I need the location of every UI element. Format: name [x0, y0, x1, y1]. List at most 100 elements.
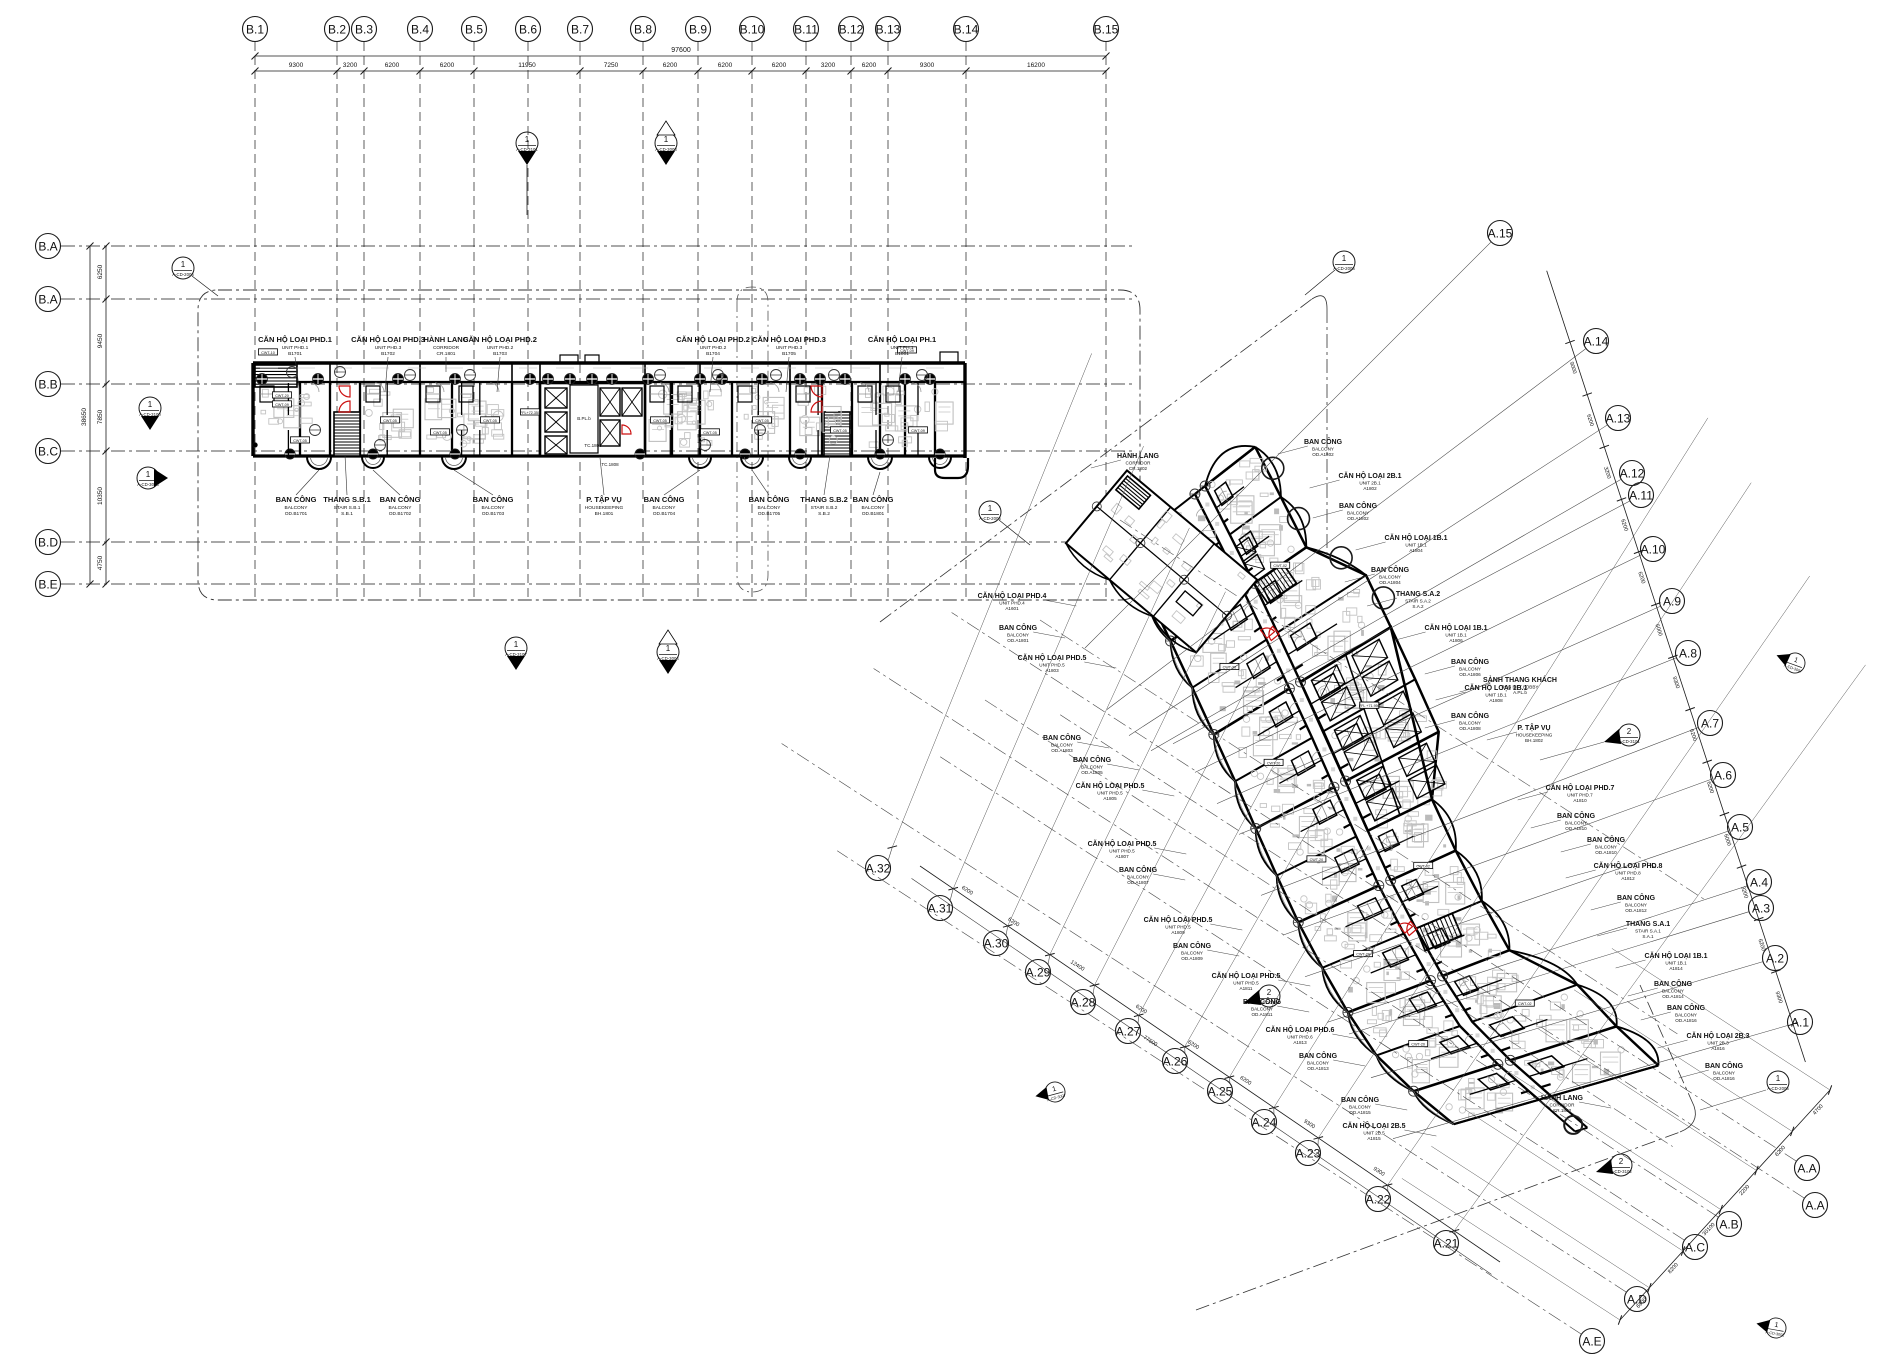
svg-text:A1814: A1814	[1669, 966, 1683, 971]
svg-text:BAN CÔNG: BAN CÔNG	[1299, 1051, 1338, 1060]
svg-text:7850: 7850	[97, 409, 104, 424]
svg-text:A-CD-3107: A-CD-3107	[505, 652, 527, 657]
svg-text:A.E: A.E	[1582, 1334, 1601, 1348]
svg-text:A.6: A.6	[1714, 768, 1732, 782]
svg-text:B.2: B.2	[328, 22, 346, 36]
svg-text:A1812: A1812	[1621, 876, 1635, 881]
svg-text:2: 2	[1619, 1157, 1624, 1166]
svg-text:1: 1	[988, 504, 993, 513]
svg-text:UNIT 1B.1: UNIT 1B.1	[1485, 693, 1507, 698]
svg-text:A-CD-3005: A-CD-3005	[137, 482, 159, 487]
svg-text:UNIT PHD.5: UNIT PHD.5	[1039, 663, 1065, 668]
svg-text:UNIT PHD.5: UNIT PHD.5	[1097, 791, 1123, 796]
svg-text:CWT-02: CWT-02	[1416, 864, 1430, 868]
svg-text:UNIT PHD.2: UNIT PHD.2	[700, 345, 727, 351]
svg-text:A1806: A1806	[1449, 638, 1463, 643]
svg-text:BALCONY: BALCONY	[389, 505, 413, 511]
svg-text:A1808: A1808	[1489, 698, 1503, 703]
svg-text:A.15: A.15	[1488, 226, 1513, 240]
svg-text:BAN CÔNG: BAN CÔNG	[644, 495, 685, 504]
svg-text:1: 1	[1793, 657, 1799, 665]
svg-text:CĂN HỘ LOẠI PHD.5: CĂN HỘ LOẠI PHD.5	[1144, 915, 1213, 924]
svg-text:BAN CÔNG: BAN CÔNG	[1667, 1003, 1706, 1012]
svg-text:UNIT PH.1: UNIT PH.1	[890, 345, 913, 351]
svg-text:UNIT 2B.3: UNIT 2B.3	[1707, 1041, 1729, 1046]
svg-text:OD.A1805: OD.A1805	[1081, 770, 1103, 775]
svg-text:UNIT PHD.5: UNIT PHD.5	[1165, 925, 1191, 930]
svg-text:OD.A1816: OD.A1816	[1713, 1076, 1735, 1081]
svg-text:UNIT PHD.8: UNIT PHD.8	[1615, 871, 1641, 876]
svg-text:B.E: B.E	[38, 577, 57, 591]
svg-text:CWT-09: CWT-09	[900, 349, 914, 353]
svg-text:A-CD-3101: A-CD-3101	[1618, 739, 1640, 744]
svg-text:UNIT PHD.3: UNIT PHD.3	[776, 345, 803, 351]
svg-text:B.4: B.4	[411, 22, 429, 36]
svg-text:6200: 6200	[862, 62, 877, 69]
svg-text:CWT-09: CWT-09	[275, 403, 289, 407]
svg-text:OD.A1815: OD.A1815	[1349, 1110, 1371, 1115]
svg-text:STAIR S.B.2: STAIR S.B.2	[811, 505, 838, 511]
svg-text:A.26: A.26	[1163, 1054, 1188, 1068]
svg-text:CĂN HỘ LOẠI 2B.3: CĂN HỘ LOẠI 2B.3	[1686, 1031, 1749, 1040]
svg-text:A-CD-3101: A-CD-3101	[516, 147, 538, 152]
svg-text:3200: 3200	[1739, 886, 1748, 900]
svg-text:S.B.2: S.B.2	[818, 511, 830, 517]
svg-text:CĂN HỘ LOẠI 1B.1: CĂN HỘ LOẠI 1B.1	[1464, 683, 1527, 692]
svg-text:6200: 6200	[1619, 519, 1628, 533]
svg-text:CWT-02: CWT-02	[1518, 1002, 1532, 1006]
svg-text:BALCONY: BALCONY	[1347, 511, 1369, 516]
svg-text:BAN CÔNG: BAN CÔNG	[1617, 893, 1656, 902]
svg-text:B.D: B.D	[38, 535, 58, 549]
svg-text:BH.1801: BH.1801	[595, 511, 614, 517]
svg-text:BALCONY: BALCONY	[482, 505, 506, 511]
svg-text:THANG S.A.2: THANG S.A.2	[1396, 591, 1440, 598]
svg-text:B.PL.b: B.PL.b	[577, 416, 591, 421]
svg-text:9300: 9300	[920, 62, 935, 69]
svg-text:9450: 9450	[97, 333, 104, 348]
svg-text:1: 1	[1774, 1322, 1779, 1330]
svg-text:BAN CÔNG: BAN CÔNG	[1705, 1061, 1744, 1070]
svg-text:HÀNH LANG: HÀNH LANG	[1117, 451, 1160, 460]
svg-text:BAN CÔNG: BAN CÔNG	[1654, 979, 1693, 988]
svg-text:BALCONY: BALCONY	[1007, 633, 1029, 638]
svg-text:CR.1802: CR.1802	[1129, 466, 1148, 471]
svg-text:A-CD-3004: A-CD-3004	[657, 656, 679, 661]
svg-text:1: 1	[514, 640, 519, 649]
svg-text:THANG S.B.2: THANG S.B.2	[800, 495, 848, 504]
svg-text:CWT-20: CWT-20	[1267, 761, 1281, 765]
svg-text:9000: 9000	[1568, 361, 1577, 375]
svg-text:BAN CÔNG: BAN CÔNG	[1304, 437, 1343, 446]
svg-text:B.C: B.C	[38, 444, 58, 458]
svg-text:A1802: A1802	[1363, 486, 1377, 491]
svg-text:BALCONY: BALCONY	[1565, 821, 1587, 826]
svg-text:OD.A1809: OD.A1809	[1181, 956, 1203, 961]
svg-text:1: 1	[525, 135, 530, 144]
svg-text:BALCONY: BALCONY	[1349, 1105, 1371, 1110]
svg-text:CĂN HỘ LOẠI PHD.5: CĂN HỘ LOẠI PHD.5	[1018, 653, 1087, 662]
svg-text:B1705: B1705	[782, 351, 796, 357]
svg-text:6000: 6000	[1722, 833, 1731, 847]
svg-text:UNIT 1B.1: UNIT 1B.1	[1445, 633, 1467, 638]
svg-text:3200: 3200	[821, 62, 836, 69]
svg-text:A.12: A.12	[1620, 466, 1645, 480]
svg-text:B.8: B.8	[634, 22, 652, 36]
svg-text:P. TẬP VỤ: P. TẬP VỤ	[586, 495, 622, 504]
svg-text:BAN CÔNG: BAN CÔNG	[999, 623, 1038, 632]
svg-text:9300: 9300	[289, 62, 304, 69]
svg-text:A1815: A1815	[1367, 1136, 1381, 1141]
svg-text:A.PL.b: A.PL.b	[1345, 651, 1359, 656]
svg-text:6200: 6200	[1134, 1004, 1148, 1016]
svg-text:CĂN HỘ LOẠI PHD.7: CĂN HỘ LOẠI PHD.7	[1546, 783, 1615, 792]
svg-text:6200: 6200	[718, 62, 733, 69]
svg-text:CWT-05: CWT-05	[383, 419, 397, 423]
svg-text:UNIT PHD.2: UNIT PHD.2	[487, 345, 514, 351]
svg-text:10350: 10350	[97, 487, 104, 505]
svg-text:CWT-05: CWT-05	[433, 431, 447, 435]
svg-text:A.25: A.25	[1208, 1084, 1233, 1098]
svg-text:OD.A1807: OD.A1807	[1127, 880, 1149, 885]
svg-text:B.13: B.13	[876, 22, 901, 36]
svg-text:A-CD-2006: A-CD-2006	[979, 516, 1001, 521]
svg-text:OD.A1814: OD.A1814	[1662, 994, 1684, 999]
svg-text:1: 1	[1052, 1086, 1058, 1094]
svg-text:UNIT PHD.6: UNIT PHD.6	[1287, 1035, 1313, 1040]
